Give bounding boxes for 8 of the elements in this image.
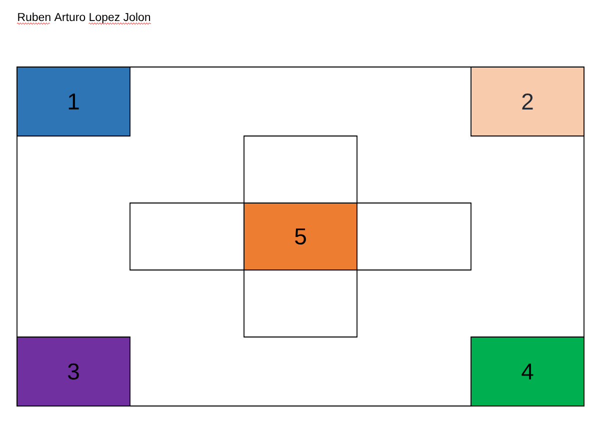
empty-box [244,136,358,204]
numbered-box: 4 [470,336,584,406]
title: Ruben Arturo Lopez Jolon [18,12,150,24]
numbered-box: 2 [470,66,584,136]
numbered-box: 3 [16,336,130,406]
empty-box [244,270,358,338]
numbered-box: 5 [244,202,358,270]
numbered-box: 1 [16,66,130,136]
